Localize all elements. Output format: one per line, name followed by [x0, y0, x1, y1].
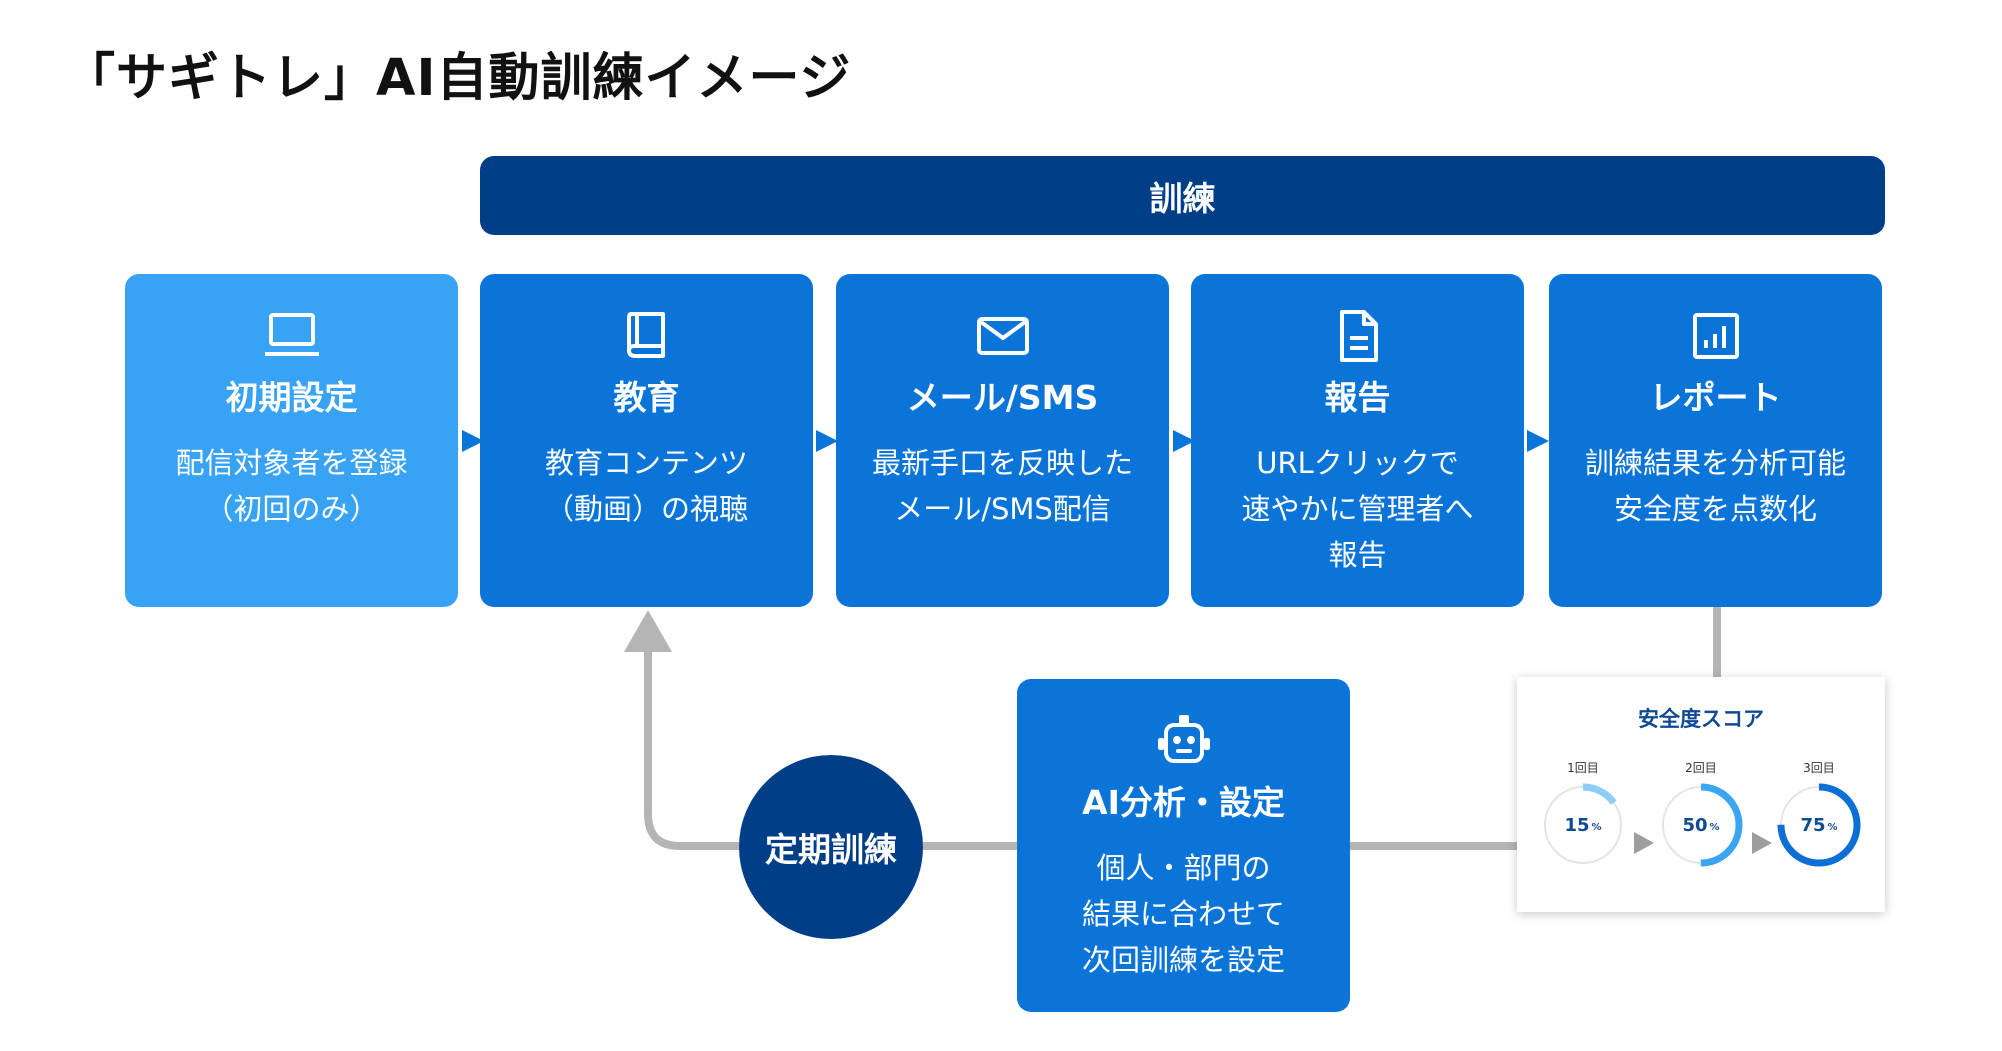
score-round-label: 2回目 — [1685, 761, 1717, 775]
score-round-label: 3回目 — [1803, 761, 1835, 775]
step-description: 訓練結果を分析可能 安全度を点数化 — [1584, 446, 1846, 526]
step-card-mail-sms: メール/SMS 最新手口を反映した メール/SMS配信 — [836, 274, 1169, 607]
score-value: 75% — [1800, 814, 1838, 836]
periodic-training-circle: 定期訓練 — [739, 755, 923, 939]
training-bar: 訓練 — [480, 156, 1885, 235]
laptop-icon — [125, 306, 458, 366]
step-title: メール/SMS — [906, 378, 1099, 417]
score-ring-progress — [1541, 783, 1625, 867]
score-value: 15% — [1564, 814, 1602, 836]
periodic-training-label: 定期訓練 — [765, 830, 897, 869]
cycle-to-education-line — [644, 650, 739, 850]
cycle-up-arrow — [624, 610, 672, 652]
score-ring-progress — [1777, 783, 1861, 867]
step-description: 最新手口を反映した メール/SMS配信 — [871, 446, 1133, 526]
step-description: URLクリックで 速やかに管理者へ 報告 — [1241, 446, 1474, 572]
score-item-1: 1回目 15% — [1538, 759, 1628, 867]
score-ring: 50% — [1659, 783, 1743, 867]
score-value: 50% — [1682, 814, 1720, 836]
step-arrow-2 — [816, 430, 838, 452]
bar-chart-icon — [1549, 306, 1882, 366]
score-arrows — [1634, 832, 1772, 854]
safety-score-panel: 安全度スコア 1回目 15% 2回目 50% 3回目 — [1517, 677, 1885, 912]
document-icon — [1191, 306, 1524, 366]
score-arrow-2 — [1752, 832, 1772, 854]
step-title: 初期設定 — [225, 378, 358, 417]
mail-icon — [836, 306, 1169, 366]
training-bar-label: 訓練 — [1149, 178, 1216, 218]
score-ring-progress — [1659, 783, 1743, 867]
step-arrows — [462, 430, 1549, 452]
ai-card-description: 個人・部門の 結果に合わせて 次回訓練を設定 — [1081, 851, 1285, 977]
score-ring: 15% — [1541, 783, 1625, 867]
step-description: 教育コンテンツ （動画）の視聴 — [544, 446, 748, 526]
robot-icon — [1017, 711, 1350, 771]
step-arrow-3 — [1173, 430, 1195, 452]
step-title: レポート — [1649, 378, 1782, 417]
ai-analysis-card: AI分析・設定 個人・部門の 結果に合わせて 次回訓練を設定 — [1017, 679, 1350, 1012]
step-card-report: 報告 URLクリックで 速やかに管理者へ 報告 — [1191, 274, 1524, 607]
book-icon — [480, 306, 813, 366]
step-card-initial-setup: 初期設定 配信対象者を登録 （初回のみ） — [125, 274, 458, 607]
step-title: 教育 — [613, 378, 680, 417]
page-title: 「サギトレ」AI自動訓練イメージ — [64, 49, 852, 108]
step-card-education: 教育 教育コンテンツ （動画）の視聴 — [480, 274, 813, 607]
score-round-label: 1回目 — [1567, 761, 1599, 775]
step-title: 報告 — [1324, 378, 1391, 417]
safety-score-title: 安全度スコア — [1638, 707, 1764, 731]
step-arrow-4 — [1527, 430, 1549, 452]
step-card-report-analysis: レポート 訓練結果を分析可能 安全度を点数化 — [1549, 274, 1882, 607]
step-arrow-1 — [462, 430, 484, 452]
score-ring: 75% — [1777, 783, 1861, 867]
score-item-2: 2回目 50% — [1656, 759, 1746, 867]
score-arrow-1 — [1634, 832, 1654, 854]
score-item-3: 3回目 75% — [1774, 759, 1864, 867]
step-description: 配信対象者を登録 （初回のみ） — [175, 446, 408, 526]
ai-card-title: AI分析・設定 — [1082, 783, 1285, 822]
